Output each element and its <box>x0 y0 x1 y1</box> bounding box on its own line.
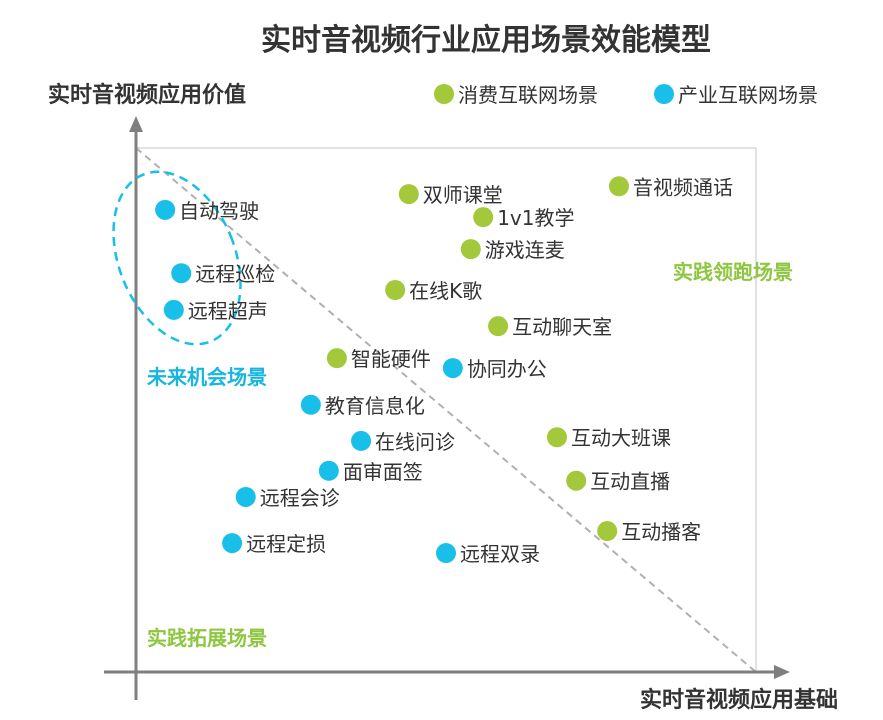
data-point-industry <box>318 460 339 481</box>
data-point-industry <box>222 533 243 554</box>
data-label: 智能硬件 <box>351 347 431 371</box>
data-label: 远程会诊 <box>260 486 340 510</box>
data-point-consumer <box>473 207 494 228</box>
data-point-consumer <box>398 184 419 205</box>
data-point-industry <box>235 486 256 507</box>
diagonal-divider <box>135 147 757 673</box>
data-label: 远程定损 <box>246 532 326 556</box>
data-label: 在线问诊 <box>375 430 455 454</box>
data-point-consumer <box>488 316 509 337</box>
data-point-industry <box>300 394 321 415</box>
x-axis-label: 实时音视频应用基础 <box>640 687 838 713</box>
data-point-consumer <box>385 280 406 301</box>
data-point-industry <box>163 299 184 320</box>
data-point-consumer <box>326 348 347 369</box>
quadrant-label-leading: 实践领跑场景 <box>673 260 793 284</box>
data-point-consumer <box>566 470 587 491</box>
y-axis-arrow <box>129 116 143 132</box>
data-label: 远程巡检 <box>195 262 275 286</box>
data-label: 在线K歌 <box>409 279 482 303</box>
data-label: 1v1教学 <box>497 206 574 230</box>
data-label: 自动驾驶 <box>179 199 259 223</box>
data-point-consumer <box>597 521 618 542</box>
chart-title: 实时音视频行业应用场景效能模型 <box>261 23 711 58</box>
quadrant-label-future: 未来机会场景 <box>147 365 267 389</box>
data-label: 游戏连麦 <box>485 238 565 262</box>
quadrant-label-expansion: 实践拓展场景 <box>147 626 267 650</box>
data-point-industry <box>351 430 372 451</box>
data-point-industry <box>171 263 192 284</box>
data-point-consumer <box>460 239 481 260</box>
data-label: 面审面签 <box>343 460 423 484</box>
data-label: 互动播客 <box>621 520 701 544</box>
data-label: 互动直播 <box>590 470 670 494</box>
data-point-industry <box>436 543 456 564</box>
data-label: 互动大班课 <box>571 426 671 450</box>
data-label: 音视频通话 <box>633 175 733 199</box>
data-label: 远程超声 <box>188 299 268 323</box>
data-label: 互动聊天室 <box>512 315 612 339</box>
legend-marker-industry <box>654 84 674 104</box>
legend: 消费互联网场景 产业互联网场景 <box>434 83 818 107</box>
x-axis-arrow <box>774 665 790 679</box>
data-point-consumer <box>546 427 567 448</box>
data-label: 协同办公 <box>467 357 547 381</box>
data-label: 双师课堂 <box>423 183 503 207</box>
data-point-industry <box>155 199 176 220</box>
data-point-consumer <box>608 176 629 197</box>
data-point-industry <box>442 358 463 379</box>
opportunity-cluster-outline <box>112 170 242 346</box>
legend-label-consumer: 消费互联网场景 <box>458 83 598 107</box>
data-label: 远程双录 <box>460 542 540 566</box>
legend-marker-consumer <box>434 84 454 104</box>
data-label: 教育信息化 <box>325 394 425 418</box>
legend-label-industry: 产业互联网场景 <box>678 83 818 107</box>
y-axis-label: 实时音视频应用价值 <box>48 82 246 108</box>
